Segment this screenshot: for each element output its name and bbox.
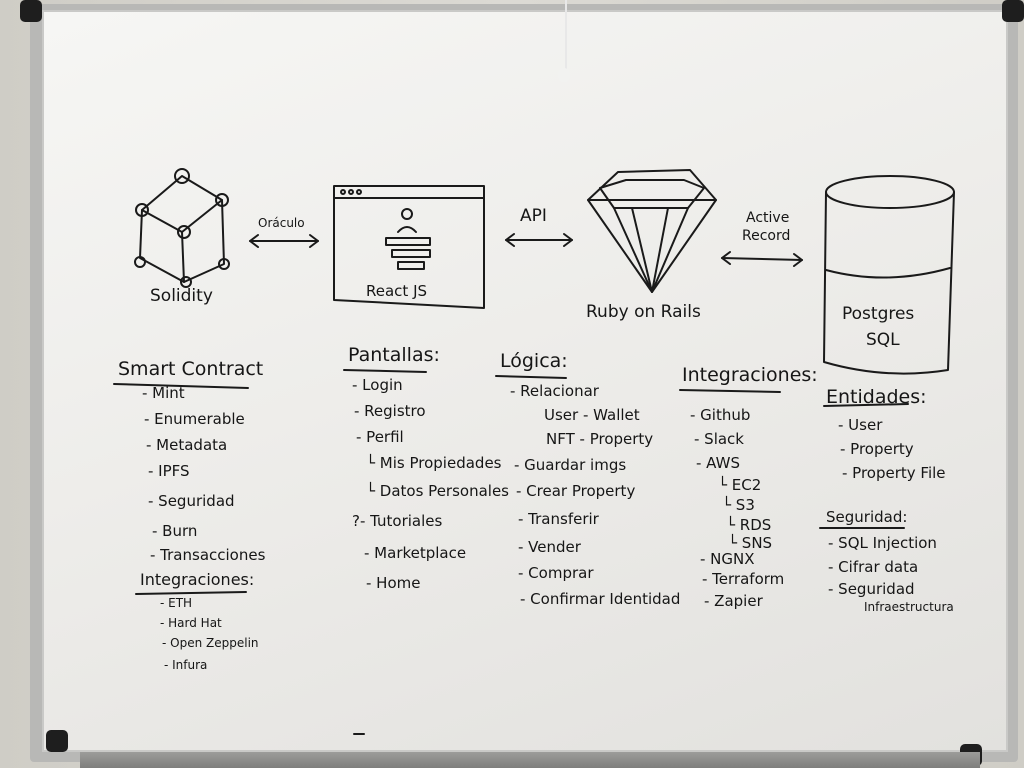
list-item: - Github bbox=[690, 406, 751, 424]
list-item: - NGNX bbox=[700, 550, 755, 568]
string-knot bbox=[558, 68, 570, 82]
list-item: - SQL Injection bbox=[828, 534, 937, 552]
list-item: └ Datos Personales bbox=[366, 482, 509, 500]
list-item: - Relacionar bbox=[510, 382, 599, 400]
list-item: - Comprar bbox=[518, 564, 594, 582]
active-record-label-line1: Active bbox=[746, 210, 790, 226]
list-item: - IPFS bbox=[148, 462, 190, 480]
list-item: - Infura bbox=[164, 658, 208, 672]
list-item: - Vender bbox=[518, 538, 581, 556]
marker-tray bbox=[80, 752, 980, 768]
smart-contract-integraciones-title: Integraciones: bbox=[140, 570, 255, 589]
list-item: └ EC2 bbox=[718, 476, 762, 494]
list-item: Infraestructura bbox=[864, 600, 954, 614]
list-item: - Guardar imgs bbox=[514, 456, 627, 474]
corner-clip-top-left bbox=[20, 0, 42, 22]
list-item: - Property File bbox=[842, 464, 946, 482]
seguridad-title: Seguridad: bbox=[826, 508, 908, 526]
list-item: - Metadata bbox=[146, 436, 228, 454]
solidity-label: Solidity bbox=[150, 286, 213, 306]
pantallas-title: Pantallas: bbox=[348, 344, 440, 366]
oraculo-arrow-icon bbox=[249, 234, 319, 248]
rails-label: Ruby on Rails bbox=[586, 302, 701, 322]
oraculo-label: Oráculo bbox=[258, 216, 305, 230]
corner-clip-top-right bbox=[1002, 0, 1024, 22]
postgres-database-icon bbox=[823, 175, 955, 375]
list-item: - Transferir bbox=[518, 510, 599, 528]
list-item: └ RDS bbox=[726, 516, 772, 534]
list-item: └ S3 bbox=[722, 496, 755, 514]
list-item: User - Wallet bbox=[544, 406, 640, 424]
list-item: └ SNS bbox=[728, 534, 773, 552]
corner-clip-bottom-left bbox=[46, 730, 68, 752]
api-label: API bbox=[520, 206, 547, 226]
list-item: - Seguridad bbox=[148, 492, 235, 510]
integraciones-title: Integraciones: bbox=[682, 364, 818, 386]
react-label: React JS bbox=[366, 282, 428, 300]
list-item: - Open Zeppelin bbox=[162, 636, 259, 650]
list-item: - Slack bbox=[694, 430, 744, 448]
list-item: ?- Tutoriales bbox=[352, 512, 443, 530]
list-item: NFT - Property bbox=[546, 430, 654, 448]
list-item: - Perfil bbox=[356, 428, 404, 446]
heading-underlines bbox=[113, 369, 909, 735]
list-item: - Home bbox=[366, 574, 421, 592]
logica-title: Lógica: bbox=[500, 350, 568, 372]
list-item: - Property bbox=[840, 440, 914, 458]
list-item: - Crear Property bbox=[516, 482, 636, 500]
list-item: - Zapier bbox=[704, 592, 763, 610]
list-item: - AWS bbox=[696, 454, 740, 472]
list-item: - Burn bbox=[152, 522, 198, 540]
list-item: └ Mis Propiedades bbox=[366, 454, 502, 472]
entidades-title: Entidades: bbox=[826, 386, 927, 408]
postgres-label-line1: Postgres bbox=[842, 304, 915, 324]
list-item: - Cifrar data bbox=[828, 558, 919, 576]
list-item: - Marketplace bbox=[364, 544, 467, 562]
solidity-cube-icon bbox=[134, 168, 230, 288]
list-item: - User bbox=[838, 416, 883, 434]
list-item: - Registro bbox=[354, 402, 426, 420]
list-item: - Login bbox=[352, 376, 403, 394]
list-item: - Terraform bbox=[702, 570, 785, 588]
list-item: - Seguridad bbox=[828, 580, 915, 598]
list-item: - Mint bbox=[142, 384, 185, 402]
list-item: - Hard Hat bbox=[160, 616, 222, 630]
list-item: - Enumerable bbox=[144, 410, 245, 428]
whiteboard bbox=[42, 10, 1008, 752]
ruby-gem-icon bbox=[587, 169, 717, 293]
react-browser-window-icon bbox=[333, 185, 485, 309]
api-arrow-icon bbox=[505, 233, 573, 247]
list-item: - Transacciones bbox=[150, 546, 266, 564]
smart-contract-title: Smart Contract bbox=[118, 358, 264, 380]
hanging-string bbox=[565, 0, 567, 74]
active-record-arrow-icon bbox=[721, 251, 803, 267]
list-item: - ETH bbox=[160, 596, 193, 610]
postgres-label-line2: SQL bbox=[866, 330, 900, 350]
active-record-label-line2: Record bbox=[742, 228, 791, 244]
list-item: - Confirmar Identidad bbox=[520, 590, 681, 608]
